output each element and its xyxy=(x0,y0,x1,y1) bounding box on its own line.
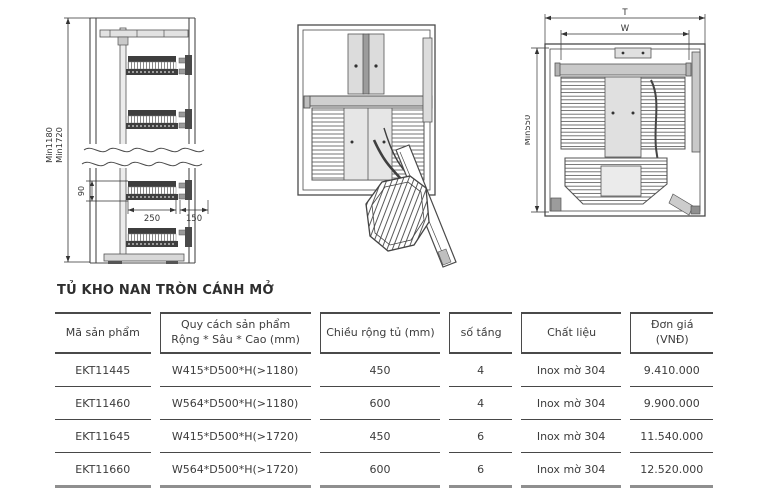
col-header-unit-price: Đơn giá (VNĐ) xyxy=(630,312,713,354)
cell-material: Inox mờ 304 xyxy=(520,354,622,387)
cell-tiers: 4 xyxy=(449,354,512,387)
cell-product-code: EKT11445 xyxy=(55,354,151,387)
door-rail xyxy=(422,37,433,123)
product-table-wrap: Mã sản phẩm Quy cách sản phẩm Rộng * Sâu… xyxy=(46,312,722,488)
cell-cabinet-width: 600 xyxy=(319,387,441,420)
cell-specification: W564*D500*H(>1180) xyxy=(159,387,311,420)
product-table: Mã sản phẩm Quy cách sản phẩm Rộng * Sâu… xyxy=(46,312,722,488)
col-header-specification: Quy cách sản phẩm Rộng * Sâu * Cao (mm) xyxy=(159,312,311,354)
col-header-material: Chất liệu xyxy=(520,312,622,354)
table-row: EKT11445 W415*D500*H(>1180) 450 4 Inox m… xyxy=(55,354,713,387)
cell-product-code: EKT11660 xyxy=(55,453,151,488)
dim-label-250: 250 xyxy=(144,214,160,224)
break-lines xyxy=(81,144,205,168)
total-width-dimension xyxy=(544,14,706,44)
table-row: EKT11645 W415*D500*H(>1720) 450 6 Inox m… xyxy=(55,420,713,453)
inner-width-dimension xyxy=(560,30,690,60)
side-elevation-drawing: Min1180 Min1720 90 250 150 xyxy=(44,17,209,264)
dim-label-150: 150 xyxy=(186,214,202,224)
dim-label-min550: Min550 xyxy=(525,115,532,146)
basket-plan xyxy=(560,76,686,158)
slide-mechanism xyxy=(347,33,385,95)
cell-cabinet-width: 450 xyxy=(319,420,441,453)
cell-cabinet-width: 450 xyxy=(319,354,441,387)
cabinet-outline xyxy=(89,17,196,264)
cell-cabinet-width: 600 xyxy=(319,453,441,488)
basket-height-dimension xyxy=(86,180,128,202)
cell-tiers: 6 xyxy=(449,420,512,453)
dim-label-T: T xyxy=(621,8,628,18)
cell-unit-price: 11.540.000 xyxy=(630,420,713,453)
rail-plan xyxy=(554,47,692,77)
cell-specification: W415*D500*H(>1720) xyxy=(159,420,311,453)
dim-label-min1720: Min1720 xyxy=(54,127,64,163)
col-header-tiers: số tầng xyxy=(449,312,512,354)
plan-view-drawing: T W Min550 xyxy=(525,8,706,217)
table-row: EKT11660 W564*D500*H(>1720) 600 6 Inox m… xyxy=(55,453,713,488)
width-dimensions xyxy=(127,200,209,214)
cell-unit-price: 9.900.000 xyxy=(630,387,713,420)
height-dimension xyxy=(64,17,90,263)
door-basket-plan xyxy=(564,157,668,205)
wire-baskets xyxy=(126,55,192,247)
cell-unit-price: 9.410.000 xyxy=(630,354,713,387)
header-row: Mã sản phẩm Quy cách sản phẩm Rộng * Sâu… xyxy=(55,312,713,354)
col-header-cabinet-width: Chiều rộng tủ (mm) xyxy=(319,312,441,354)
top-bracket xyxy=(99,29,189,46)
cell-product-code: EKT11460 xyxy=(55,387,151,420)
cell-unit-price: 12.520.000 xyxy=(630,453,713,488)
cell-material: Inox mờ 304 xyxy=(520,453,622,488)
cell-material: Inox mờ 304 xyxy=(520,387,622,420)
cell-specification: W415*D500*H(>1180) xyxy=(159,354,311,387)
cell-tiers: 6 xyxy=(449,453,512,488)
cell-product-code: EKT11645 xyxy=(55,420,151,453)
base-plate xyxy=(103,253,185,264)
open-door-perspective-drawing xyxy=(297,24,457,268)
basket-top-rail xyxy=(303,95,433,109)
dim-label-W: W xyxy=(621,24,630,34)
door-plan xyxy=(691,51,701,153)
depth-dimension xyxy=(531,47,549,213)
cell-specification: W564*D500*H(>1720) xyxy=(159,453,311,488)
col-header-product-code: Mã sản phẩm xyxy=(55,312,151,354)
dim-label-90: 90 xyxy=(77,186,86,196)
cell-material: Inox mờ 304 xyxy=(520,420,622,453)
dim-label-min1180: Min1180 xyxy=(44,127,54,163)
table-row: EKT11460 W564*D500*H(>1180) 600 4 Inox m… xyxy=(55,387,713,420)
hinge-hardware xyxy=(550,193,701,216)
door-basket xyxy=(365,175,430,252)
cell-tiers: 4 xyxy=(449,387,512,420)
page-title: TỦ KHO NAN TRÒN CÁNH MỞ xyxy=(57,283,274,298)
